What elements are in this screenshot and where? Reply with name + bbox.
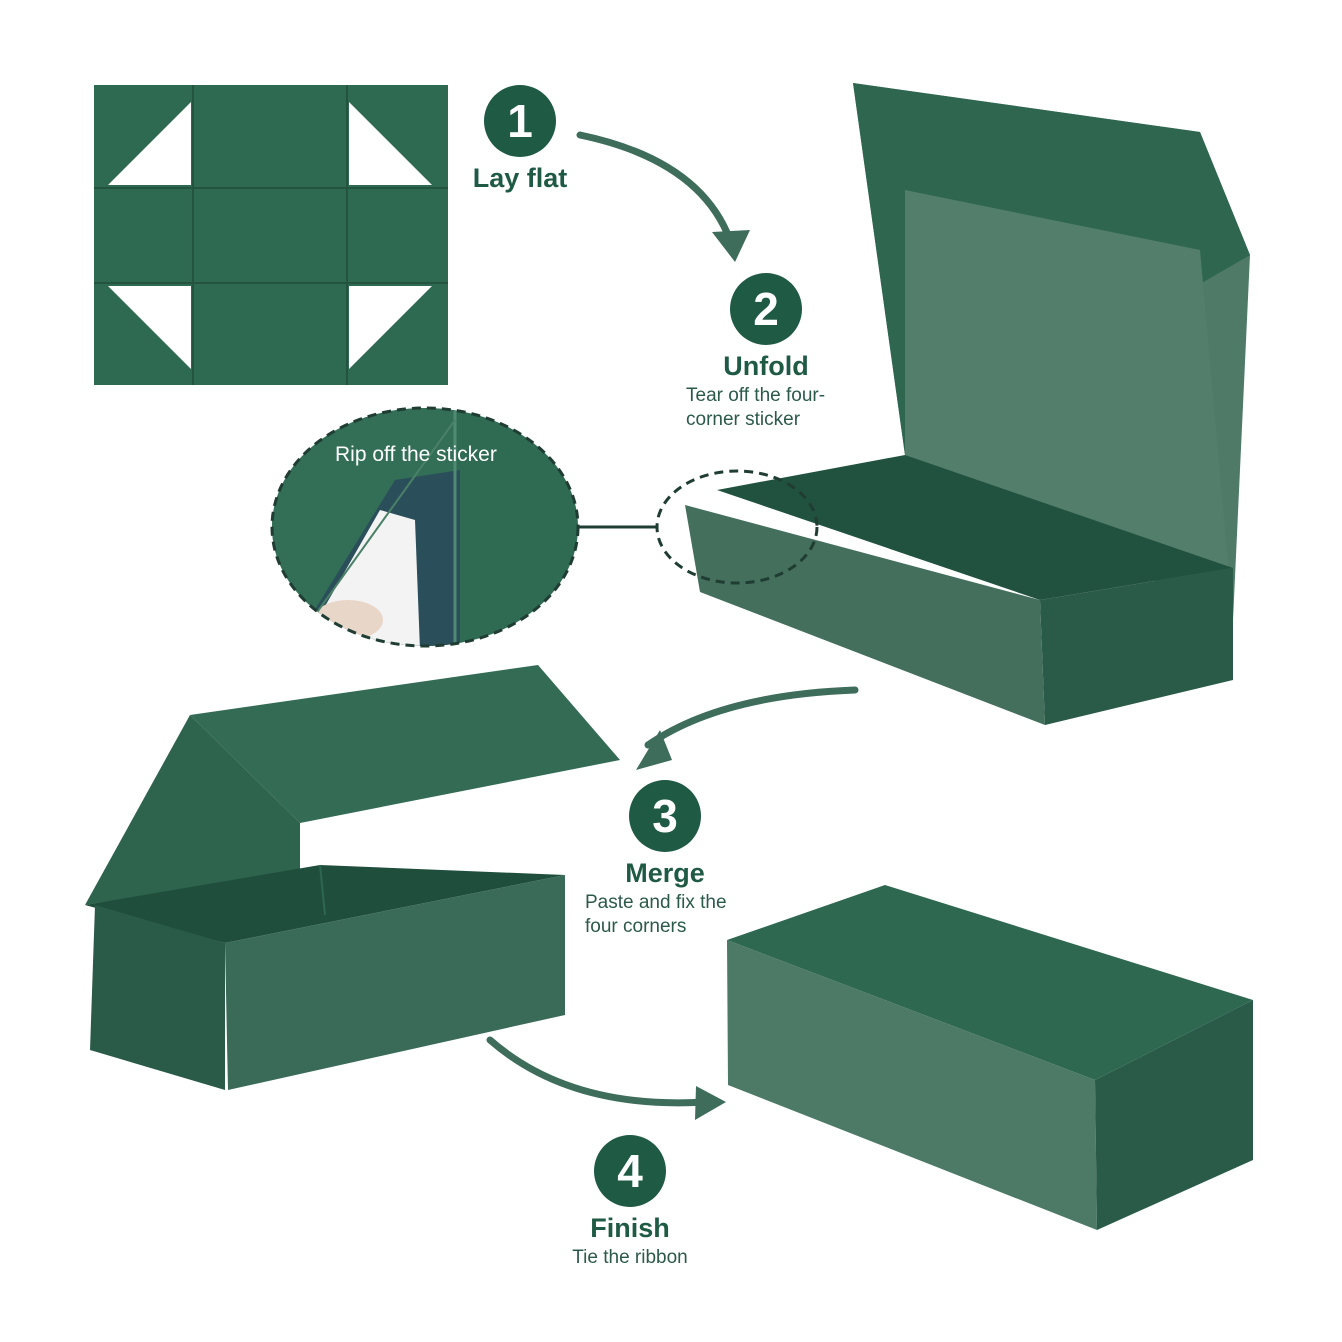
step-4-title: Finish [590, 1213, 670, 1243]
arrowheads [636, 230, 750, 1120]
step-2-number-badge: 2 [730, 273, 802, 345]
flat-box-illustration [94, 85, 448, 385]
step-2: 2 Unfold Tear off the four- corner stick… [686, 273, 846, 432]
unfolded-box-illustration [685, 83, 1250, 725]
arrow-step3-to-step4 [486, 1036, 709, 1107]
flow-arrows [486, 131, 859, 1107]
step-4-number-badge: 4 [594, 1135, 666, 1207]
step-4: 4 Finish Tie the ribbon [560, 1135, 700, 1270]
callout-label: Rip off the sticker [335, 443, 497, 466]
arrow-step1-to-step2 [576, 131, 734, 244]
merged-box-illustration [85, 665, 620, 1090]
step-3-description: Paste and fix the four corners [585, 892, 727, 937]
step-1-number-badge: 1 [484, 85, 556, 157]
sticker-zoom-callout [270, 406, 819, 648]
step-2-description: Tear off the four- corner sticker [686, 385, 826, 430]
step-1-title: Lay flat [472, 163, 568, 193]
step-3: 3 Merge Paste and fix the four corners [585, 780, 745, 939]
arrow-step2-to-step3 [644, 686, 859, 749]
step-3-title: Merge [625, 858, 705, 888]
step-3-number-badge: 3 [629, 780, 701, 852]
step-1: 1 Lay flat [460, 85, 580, 194]
finished-box-illustration [727, 885, 1253, 1230]
step-2-title: Unfold [723, 351, 809, 381]
step-4-description: Tie the ribbon [572, 1247, 688, 1268]
